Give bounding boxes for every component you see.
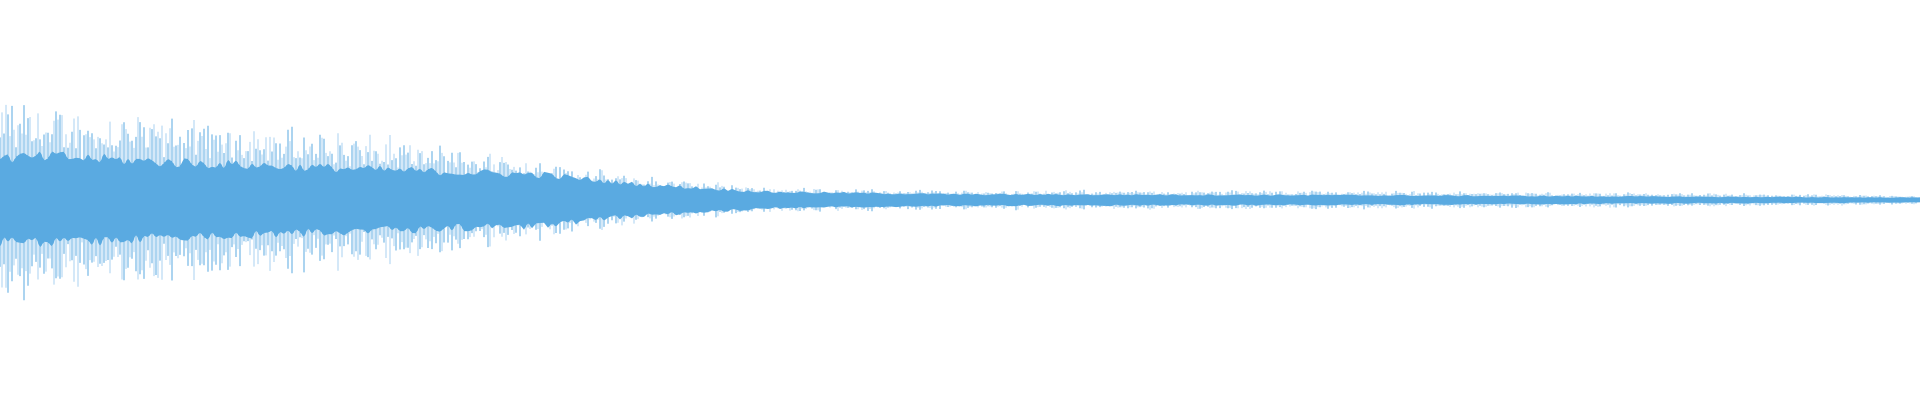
waveform-core xyxy=(0,151,1920,248)
